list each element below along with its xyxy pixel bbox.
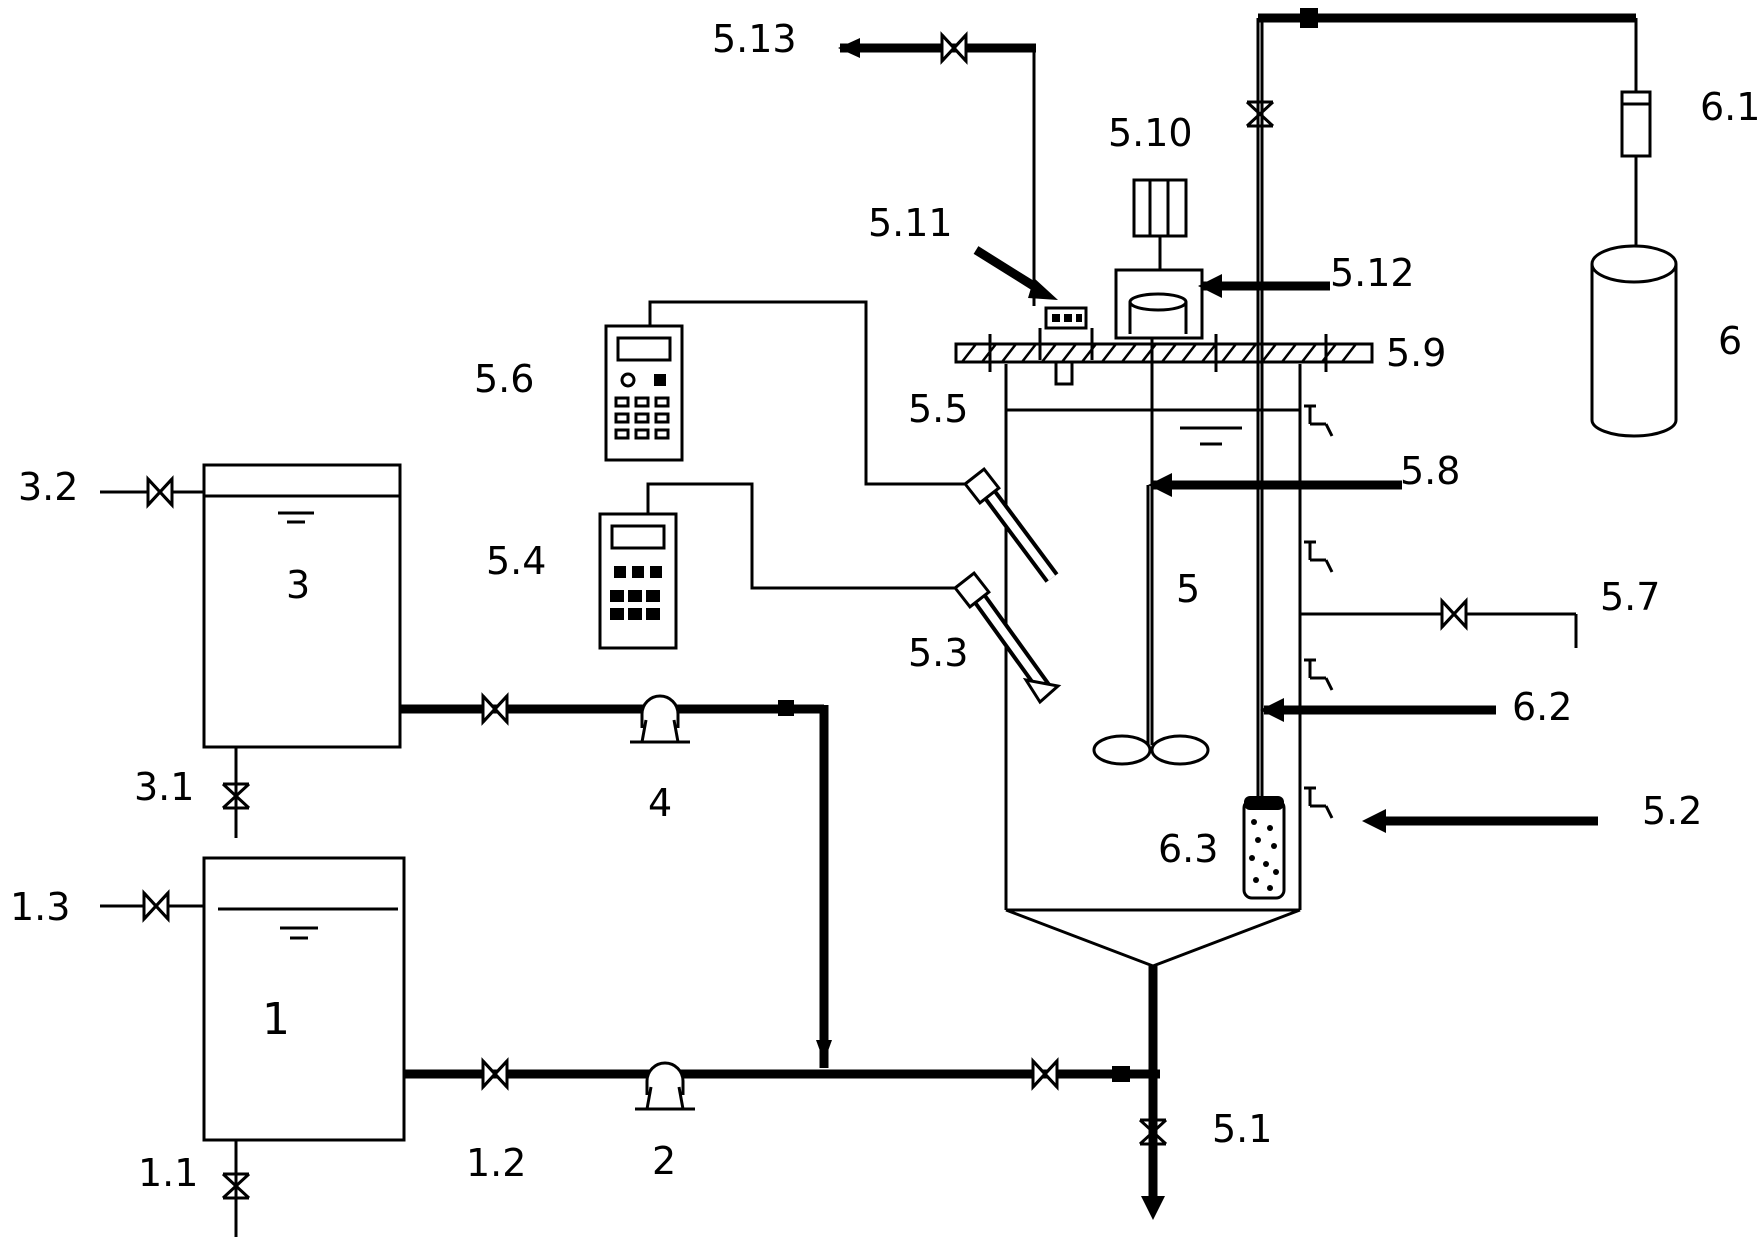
gas-valve[interactable] — [1245, 100, 1275, 128]
meter-5-6 — [604, 324, 684, 462]
label-5-11: 5.11 — [868, 201, 953, 245]
valve-1-3[interactable] — [142, 891, 170, 921]
pointer-5-2-head — [1362, 809, 1386, 833]
label-5-4: 5.4 — [486, 539, 546, 583]
label-4: 4 — [648, 781, 672, 825]
tank-3 — [202, 463, 402, 749]
pointer-5-12-head — [1198, 274, 1222, 298]
label-3-1: 3.1 — [134, 765, 194, 809]
valve-3-2[interactable] — [146, 477, 174, 507]
sampling-tap[interactable] — [1302, 786, 1334, 820]
lid-5-9 — [954, 334, 1374, 372]
label-5: 5 — [1176, 567, 1200, 611]
label-5-9: 5.9 — [1386, 331, 1446, 375]
arrow-out-5-1 — [1141, 1196, 1165, 1220]
cable-5-6 — [648, 300, 982, 486]
pointer-6-2-head — [1260, 698, 1284, 722]
arrow-down-marker — [816, 1040, 832, 1062]
flow-marker — [778, 700, 794, 716]
motor-5-10 — [1132, 178, 1188, 270]
arrow-out-5-13 — [838, 38, 860, 58]
valve-5-13[interactable] — [940, 33, 968, 63]
label-6-2: 6.2 — [1512, 685, 1572, 729]
label-6: 6 — [1718, 319, 1742, 363]
pointer-5-8-head — [1148, 473, 1172, 497]
label-5-1: 5.1 — [1212, 1107, 1272, 1151]
cable-5-4 — [646, 482, 972, 590]
label-5-13: 5.13 — [712, 17, 797, 61]
probe-5-3 — [953, 571, 1062, 705]
label-1-3: 1.3 — [10, 885, 70, 929]
label-2: 2 — [652, 1139, 676, 1183]
diffuser-6-3 — [1242, 796, 1286, 900]
valve-feed[interactable] — [1031, 1059, 1059, 1089]
label-5-10: 5.10 — [1108, 111, 1193, 155]
label-1: 1 — [262, 994, 290, 1045]
pointer-5-11 — [973, 246, 1043, 294]
gas-cylinder-6 — [1590, 244, 1678, 438]
label-5-7: 5.7 — [1600, 575, 1660, 619]
tank-1 — [202, 856, 406, 1142]
meter-5-4 — [598, 512, 678, 650]
label-3: 3 — [286, 563, 310, 607]
label-5-8: 5.8 — [1400, 449, 1460, 493]
label-1-1: 1.1 — [138, 1151, 198, 1195]
sampling-tap[interactable] — [1302, 658, 1334, 692]
sensor-port-5-11 — [1038, 306, 1094, 386]
impeller — [1092, 734, 1210, 766]
flow-marker — [1300, 8, 1318, 28]
sampling-tap[interactable] — [1302, 404, 1334, 438]
reactor-5 — [1004, 364, 1302, 968]
valve-tank3-outlet[interactable] — [481, 694, 509, 724]
label-1-2: 1.2 — [466, 1141, 526, 1185]
valve-5-7[interactable] — [1440, 599, 1468, 629]
pointer-5-11-head — [1028, 278, 1058, 300]
label-5-6: 5.6 — [474, 357, 534, 401]
label-3-2: 3.2 — [18, 465, 78, 509]
label-5-3: 5.3 — [908, 631, 968, 675]
label-5-5: 5.5 — [908, 387, 968, 431]
valve-1-2[interactable] — [481, 1059, 509, 1089]
label-5-12: 5.12 — [1330, 251, 1415, 295]
probe-5-5 — [963, 467, 1059, 583]
pump-4[interactable] — [628, 694, 692, 744]
gearbox-5-12 — [1114, 268, 1204, 340]
label-6-1: 6.1 — [1700, 85, 1760, 129]
flow-marker — [1112, 1066, 1130, 1082]
sampling-tap[interactable] — [1302, 540, 1334, 574]
label-5-2: 5.2 — [1642, 789, 1702, 833]
flowmeter-6-1 — [1620, 90, 1652, 158]
label-6-3: 6.3 — [1158, 827, 1218, 871]
